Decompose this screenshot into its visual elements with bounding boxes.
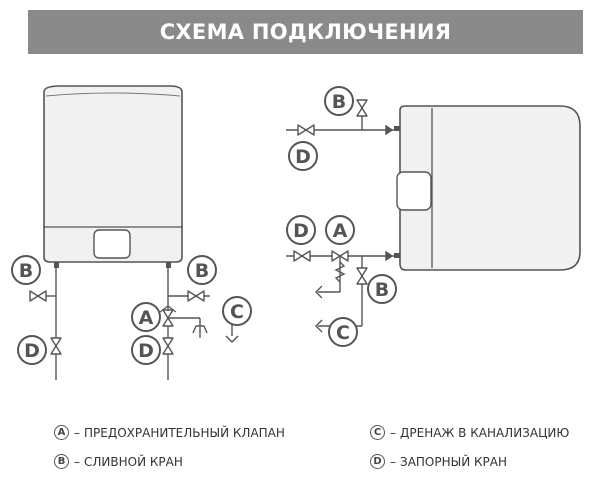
shutoff-valve-d-top bbox=[297, 124, 315, 136]
label-d-top: D bbox=[288, 141, 318, 171]
svg-text:B: B bbox=[19, 260, 33, 282]
svg-text:C: C bbox=[336, 322, 350, 344]
legend-text-d: ЗАПОРНЫЙ КРАН bbox=[400, 454, 507, 469]
svg-text:B: B bbox=[195, 260, 209, 282]
label-d-center: D bbox=[131, 335, 161, 365]
label-d-right: D bbox=[286, 215, 316, 245]
label-b-center: B bbox=[187, 255, 217, 285]
legend-dash: – bbox=[74, 425, 80, 440]
drain-valve-b-left bbox=[29, 290, 47, 302]
label-d-left: D bbox=[17, 335, 47, 365]
svg-text:A: A bbox=[139, 307, 154, 329]
title-banner: СХЕМА ПОДКЛЮЧЕНИЯ bbox=[28, 10, 583, 54]
svg-text:D: D bbox=[24, 340, 40, 362]
horizontal-water-heater bbox=[394, 105, 581, 271]
label-b-top: B bbox=[324, 86, 354, 116]
legend-item-a: A – ПРЕДОХРАНИТЕЛЬНЫЙ КЛАПАН bbox=[54, 425, 285, 440]
legend-badge-d: D bbox=[370, 454, 385, 469]
legend-badge-c: C bbox=[370, 425, 385, 440]
drain-valve-b-center bbox=[187, 290, 205, 302]
label-b-left: B bbox=[11, 255, 41, 285]
legend-dash: – bbox=[74, 454, 80, 469]
label-b-right: B bbox=[367, 274, 397, 304]
svg-text:D: D bbox=[138, 340, 154, 362]
svg-text:B: B bbox=[375, 279, 389, 301]
legend-badge-b: B bbox=[54, 454, 69, 469]
legend-dash: – bbox=[390, 425, 396, 440]
legend-item-b: B – СЛИВНОЙ КРАН bbox=[54, 454, 183, 469]
label-a-left: A bbox=[131, 302, 161, 332]
legend-text-c: ДРЕНАЖ В КАНАЛИЗАЦИЮ bbox=[400, 425, 570, 440]
legend-item-d: D – ЗАПОРНЫЙ КРАН bbox=[370, 454, 507, 469]
page-title: СХЕМА ПОДКЛЮЧЕНИЯ bbox=[159, 20, 452, 44]
vertical-water-heater bbox=[43, 85, 183, 268]
svg-text:C: C bbox=[230, 301, 244, 323]
legend-item-c: C – ДРЕНАЖ В КАНАЛИЗАЦИЮ bbox=[370, 425, 569, 440]
shutoff-valve-d-center bbox=[162, 337, 174, 355]
legend-badge-a: A bbox=[54, 425, 69, 440]
label-c-center: C bbox=[222, 296, 252, 326]
svg-text:B: B bbox=[332, 91, 346, 113]
svg-text:A: A bbox=[333, 220, 348, 242]
label-c-right: C bbox=[328, 317, 358, 347]
shutoff-valve-d-left bbox=[50, 337, 62, 355]
legend-dash: – bbox=[390, 454, 396, 469]
legend-text-a: ПРЕДОХРАНИТЕЛЬНЫЙ КЛАПАН bbox=[84, 425, 285, 440]
legend-text-b: СЛИВНОЙ КРАН bbox=[84, 454, 183, 469]
label-a-right: A bbox=[325, 215, 355, 245]
svg-text:D: D bbox=[295, 146, 311, 168]
drain-valve-b-right bbox=[356, 267, 368, 285]
svg-text:D: D bbox=[293, 220, 309, 242]
drain-valve-b-top bbox=[356, 99, 368, 117]
shutoff-valve-d-bottom bbox=[293, 250, 311, 262]
